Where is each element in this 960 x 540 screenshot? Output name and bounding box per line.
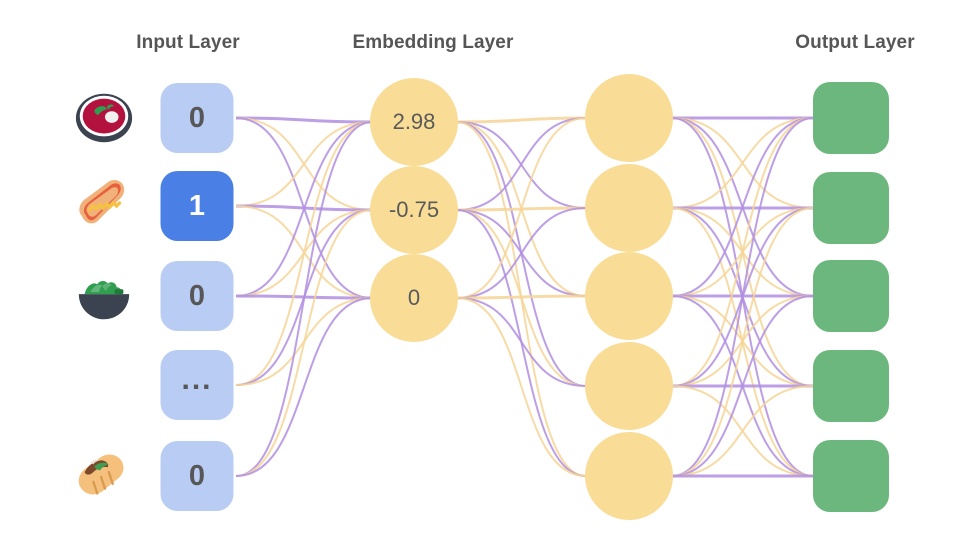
hidden-node-2[interactable] bbox=[585, 252, 673, 340]
input-box-2[interactable]: 0 bbox=[160, 261, 234, 331]
connection-edge bbox=[671, 117, 814, 209]
connection-edge bbox=[456, 207, 587, 299]
connection-edge bbox=[235, 116, 373, 124]
connection-edge bbox=[235, 209, 373, 477]
connection-edge bbox=[456, 294, 587, 300]
bowl-of-borscht-icon bbox=[73, 87, 135, 149]
input-box-4[interactable]: 0 bbox=[160, 441, 234, 511]
input-box-ellipsis[interactable]: ... bbox=[160, 350, 234, 420]
input-box-1[interactable]: 1 bbox=[160, 171, 234, 241]
connection-edge bbox=[235, 121, 373, 386]
connection-edge bbox=[456, 117, 587, 211]
output-box-2[interactable] bbox=[813, 260, 889, 332]
connection-edge bbox=[456, 117, 587, 299]
title-output-layer: Output Layer bbox=[795, 32, 915, 53]
connection-edge bbox=[671, 117, 814, 387]
connection-edge bbox=[235, 121, 373, 297]
output-box-1[interactable] bbox=[813, 172, 889, 244]
output-box-4[interactable] bbox=[813, 440, 889, 512]
title-input-layer: Input Layer bbox=[136, 32, 240, 53]
embedding-node-0[interactable]: 2.98 bbox=[370, 78, 458, 166]
hot-dog-icon bbox=[73, 175, 135, 237]
connection-edge bbox=[456, 297, 587, 477]
connection-edge bbox=[671, 207, 814, 477]
connection-edge bbox=[671, 385, 814, 477]
connection-edge bbox=[671, 117, 814, 477]
connection-edge bbox=[671, 117, 814, 297]
hidden-node-0[interactable] bbox=[585, 74, 673, 162]
output-box-0[interactable] bbox=[813, 82, 889, 154]
connection-edge bbox=[235, 121, 373, 477]
connection-edge bbox=[235, 121, 373, 207]
embedding-node-1[interactable]: -0.75 bbox=[370, 166, 458, 254]
output-box-3[interactable] bbox=[813, 350, 889, 422]
connection-edge bbox=[456, 116, 587, 124]
hidden-node-3[interactable] bbox=[585, 342, 673, 430]
green-salad-icon bbox=[73, 265, 135, 327]
title-embedding-layer: Embedding Layer bbox=[352, 32, 514, 53]
connection-edge bbox=[671, 295, 814, 477]
hidden-node-1[interactable] bbox=[585, 164, 673, 252]
hidden-node-4[interactable] bbox=[585, 432, 673, 520]
embedding-node-2[interactable]: 0 bbox=[370, 254, 458, 342]
connection-edge bbox=[456, 297, 587, 387]
connection-edge bbox=[235, 297, 373, 477]
burrito-icon bbox=[73, 445, 135, 507]
input-box-0[interactable]: 0 bbox=[160, 83, 234, 153]
